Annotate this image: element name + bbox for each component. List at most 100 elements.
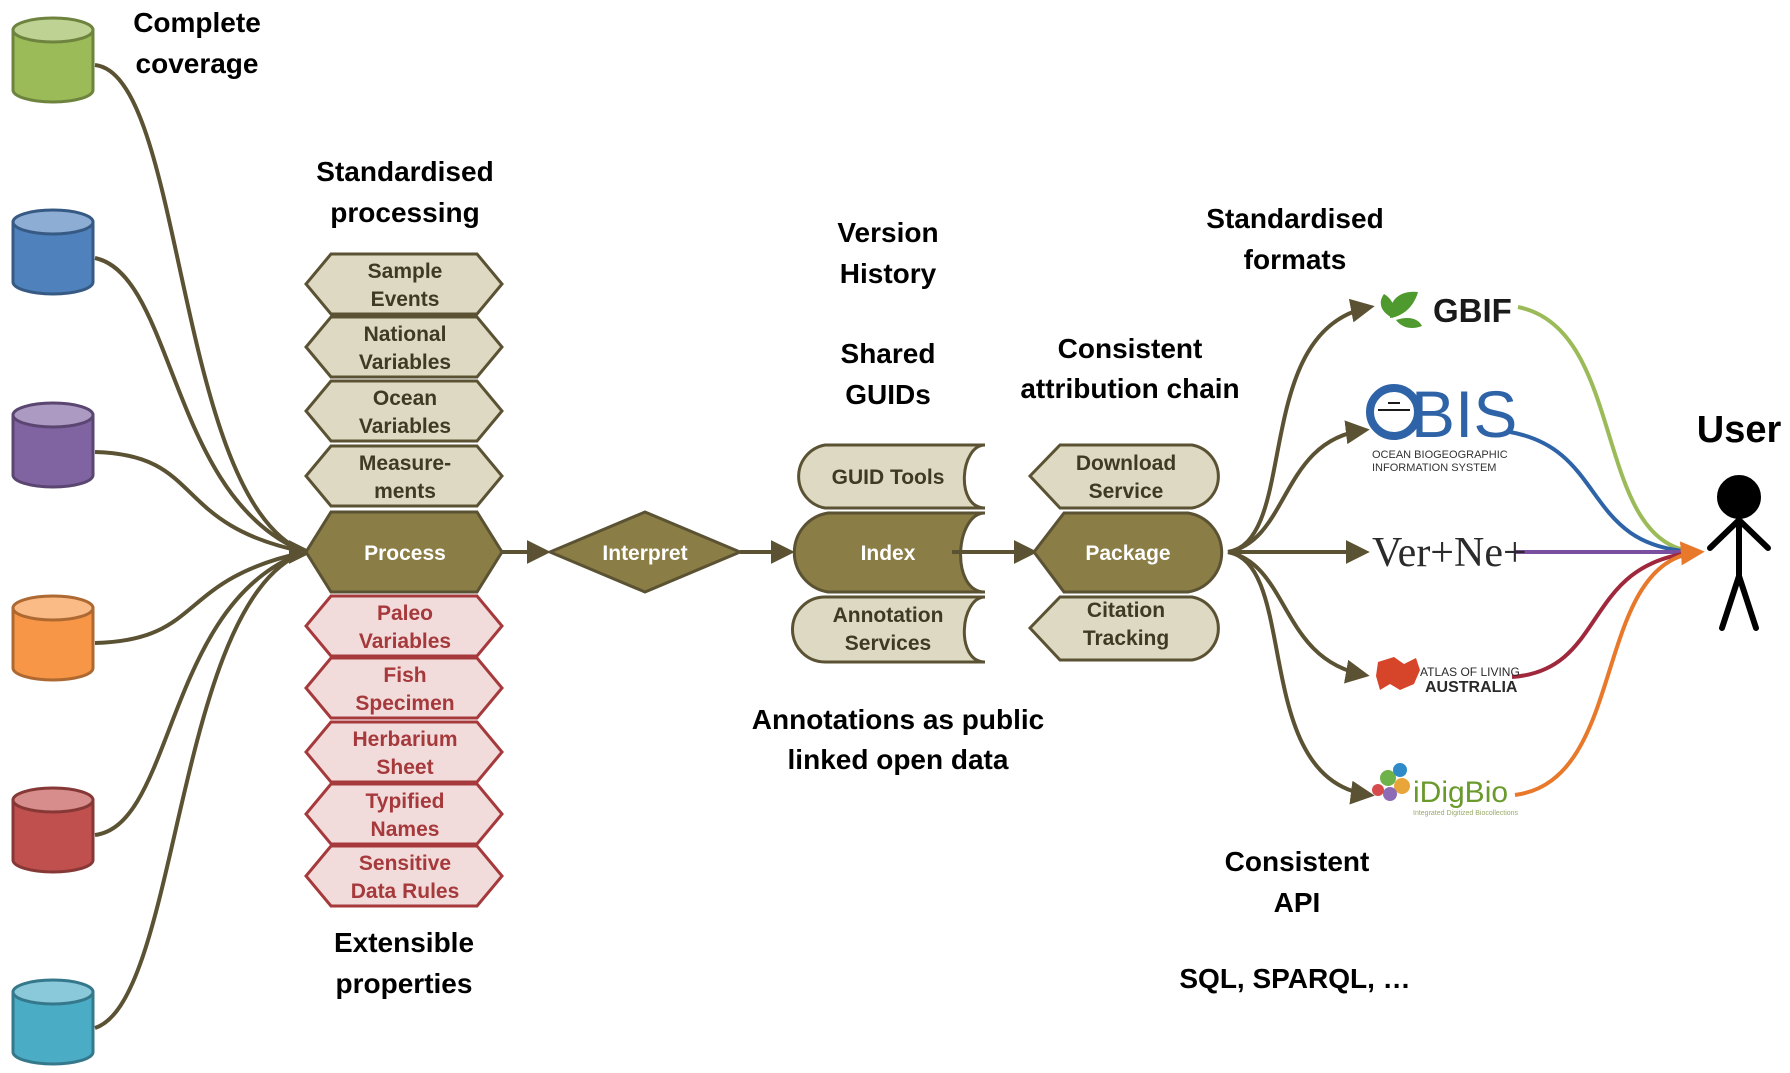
index-stack: GUID Tools Index Annotation Services	[791, 443, 986, 664]
label-complete-coverage: Complete coverage	[133, 7, 261, 79]
label-standardised-formats-line2: formats	[1244, 244, 1347, 275]
processing-hexagon-label-line1: National	[364, 323, 447, 346]
vertnet-logo[interactable]: Ver+Ne+	[1372, 530, 1527, 576]
label-consistent-attribution-line1: Consistent	[1058, 333, 1203, 364]
database-blue-icon	[11, 208, 95, 296]
extension-stack: PaleoVariablesFishSpecimenHerbariumSheet…	[304, 594, 504, 908]
label-standardised-processing-line2: processing	[330, 197, 479, 228]
obis-globe-icon	[1366, 384, 1422, 440]
database-teal-icon	[11, 978, 95, 1066]
citation-tracking-label-line2: Tracking	[1083, 627, 1169, 650]
obis-wordmark: BIS	[1411, 377, 1517, 451]
label-standardised-formats: Standardised formats	[1206, 203, 1383, 275]
label-version-history: Version History	[837, 217, 938, 289]
idigbio-to-user-line	[1514, 541, 1705, 797]
extension-hexagon-label-line2: Sheet	[376, 756, 433, 779]
processing-hexagon-label-line1: Ocean	[373, 387, 437, 410]
processing-hexagon-label-line1: Sample	[368, 260, 443, 283]
connector-to-idigbio	[1227, 550, 1375, 805]
processing-hexagon-label-line2: ments	[374, 480, 436, 503]
annotation-services-scroll: Annotation Services	[791, 595, 986, 664]
label-shared-guids-line2: GUIDs	[845, 379, 931, 410]
connector-to-obis	[1227, 420, 1370, 554]
label-version-history-line2: History	[840, 258, 937, 289]
ala-wordmark-top: ATLAS OF LIVING	[1420, 665, 1520, 679]
label-complete-coverage-line2: coverage	[136, 48, 259, 79]
index-scroll: Index	[792, 511, 986, 594]
label-extensible-properties-line2: properties	[336, 968, 473, 999]
label-annotations-line1: Annotations as public	[752, 704, 1044, 735]
label-consistent-attribution: Consistent attribution chain	[1020, 333, 1239, 404]
interpret-label: Interpret	[602, 542, 687, 565]
extension-hexagon-label-line1: Herbarium	[352, 728, 457, 751]
label-standardised-formats-line1: Standardised	[1206, 203, 1383, 234]
obis-logo[interactable]: BIS OCEAN BIOGEOGRAPHIC INFORMATION SYST…	[1366, 377, 1517, 474]
extension-hexagon-label-line1: Fish	[383, 664, 426, 687]
processing-hexagon-label-line2: Events	[371, 288, 440, 311]
processing-stack: SampleEventsNationalVariablesOceanVariab…	[304, 252, 504, 508]
processing-hexagon-label-line2: Variables	[359, 415, 451, 438]
idigbio-cluster-icon	[1372, 763, 1410, 801]
citation-tracking-tag: Citation Tracking	[1027, 595, 1220, 662]
label-shared-guids-line1: Shared	[841, 338, 936, 369]
label-annotations-line2: linked open data	[788, 744, 1009, 775]
extension-hexagon-label-line2: Names	[371, 818, 440, 841]
connector-blue	[94, 256, 306, 554]
gbif-wordmark: GBIF	[1433, 292, 1512, 329]
portal-user-connectors	[1509, 305, 1705, 797]
idigbio-logo[interactable]: iDigBio Integrated Digitized Biocollecti…	[1372, 763, 1519, 817]
package-label: Package	[1085, 542, 1170, 565]
processing-hexagon-measure-ments: Measure-ments	[304, 444, 504, 508]
user-label: User	[1697, 409, 1782, 451]
gbif-to-user-line	[1517, 305, 1701, 554]
label-standardised-processing-line1: Standardised	[316, 156, 493, 187]
citation-tracking-label-line1: Citation	[1087, 599, 1165, 622]
extension-hexagon-label-line2: Variables	[359, 630, 451, 653]
database-green-icon	[11, 16, 95, 104]
connector-purple	[94, 450, 306, 554]
ala-logo[interactable]: ATLAS OF LIVING AUSTRALIA	[1376, 657, 1520, 696]
connector-to-gbif	[1227, 298, 1375, 554]
connector-teal	[94, 550, 306, 1030]
label-shared-guids: Shared GUIDs	[841, 338, 936, 410]
download-service-label-line1: Download	[1076, 452, 1176, 475]
index-label: Index	[861, 542, 916, 565]
label-consistent-api-line2: API	[1274, 887, 1321, 918]
extension-hexagon-label-line1: Paleo	[377, 602, 433, 625]
extension-hexagon-label-line2: Specimen	[355, 692, 454, 715]
package-tag: Package	[1032, 511, 1224, 594]
label-annotations: Annotations as public linked open data	[752, 704, 1044, 775]
gbif-logo[interactable]: GBIF	[1380, 291, 1512, 329]
obis-subtitle-line1: OCEAN BIOGEOGRAPHIC	[1372, 449, 1508, 461]
extension-hexagon-label-line1: Typified	[366, 790, 445, 813]
download-service-tag: Download Service	[1027, 443, 1220, 510]
guid-tools-label: GUID Tools	[832, 466, 945, 489]
label-complete-coverage-line1: Complete	[133, 7, 261, 38]
label-version-history-line1: Version	[837, 217, 938, 248]
label-consistent-api-line1: Consistent	[1225, 846, 1370, 877]
processing-hexagon-label-line2: Variables	[359, 351, 451, 374]
database-red-icon	[11, 786, 95, 874]
user-figure: User	[1697, 409, 1782, 631]
label-standardised-processing: Standardised processing	[316, 156, 493, 228]
label-consistent-api: Consistent API	[1225, 846, 1370, 918]
processing-hexagon-label-line1: Measure-	[359, 452, 451, 475]
source-connectors	[94, 63, 306, 1030]
connector-orange	[94, 550, 306, 645]
portal-connectors	[1227, 298, 1375, 805]
process-label: Process	[364, 542, 446, 565]
process-hexagon: Process	[304, 510, 504, 594]
annotation-services-label-line1: Annotation	[833, 604, 944, 627]
idigbio-subtitle: Integrated Digitized Biocollections	[1413, 810, 1519, 817]
package-stack: Download Service Package Citation Tracki…	[1027, 443, 1224, 662]
database-purple-icon	[11, 401, 95, 489]
connector-green	[94, 63, 306, 554]
download-service-label-line2: Service	[1089, 480, 1164, 503]
